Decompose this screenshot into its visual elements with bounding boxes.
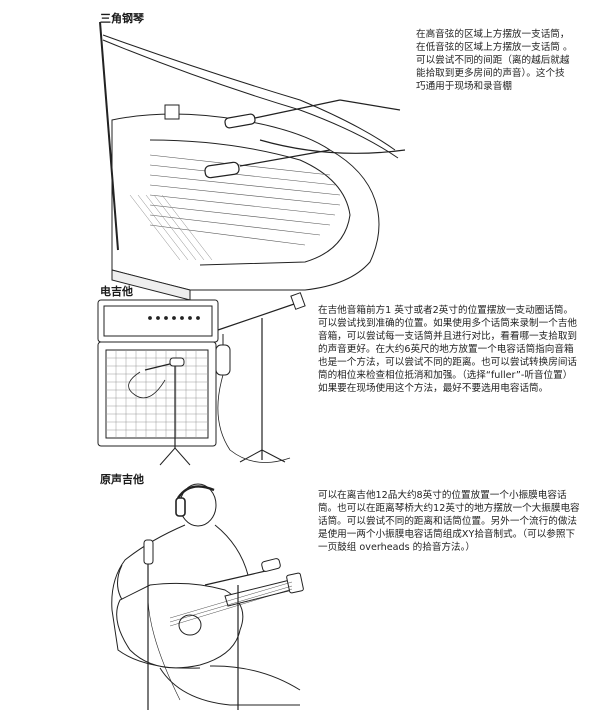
electric-guitar-description: 在吉他音箱前方1 英寸或者2英寸的位置摆放一支动圈话筒。可以尝试找到准确的位置。… [318,305,578,394]
grand-piano-description: 在高音弦的区域上方摆放一支话筒，在低音弦的区域上方摆放一支话筒 。可以尝试不同的… [416,29,573,92]
section-title-electric-guitar: 电吉他 [100,285,133,298]
acoustic-guitar-description: 可以在离吉他12品大约8英寸的位置放置一个小振膜电容话筒。也可以在距离琴桥大约1… [318,490,580,553]
section-title-acoustic-guitar: 原声吉他 [100,473,144,486]
section-title-grand-piano: 三角钢琴 [100,12,144,25]
